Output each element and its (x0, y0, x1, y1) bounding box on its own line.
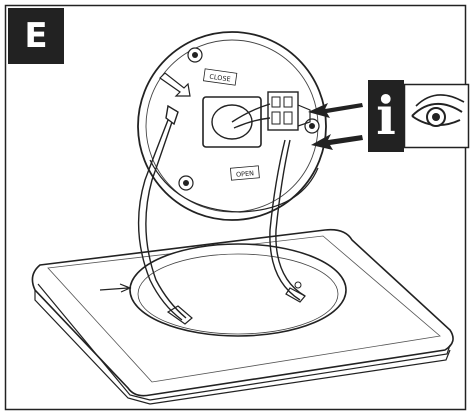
cover-disc (137, 31, 327, 221)
base-plate (31, 228, 454, 405)
label-close: CLOSE (209, 73, 231, 84)
info-panel: i (368, 80, 471, 152)
eye-icon (403, 83, 470, 149)
label-open: OPEN (236, 169, 255, 179)
step-badge: E (8, 8, 64, 64)
pointer-arrows (308, 103, 363, 150)
disc-labels: CLOSE OPEN (203, 68, 260, 181)
info-glyph: i (376, 85, 396, 147)
connector-block (267, 91, 311, 131)
info-icon: i (368, 80, 404, 152)
step-badge-label: E (24, 16, 48, 56)
wire-cable (137, 103, 306, 321)
